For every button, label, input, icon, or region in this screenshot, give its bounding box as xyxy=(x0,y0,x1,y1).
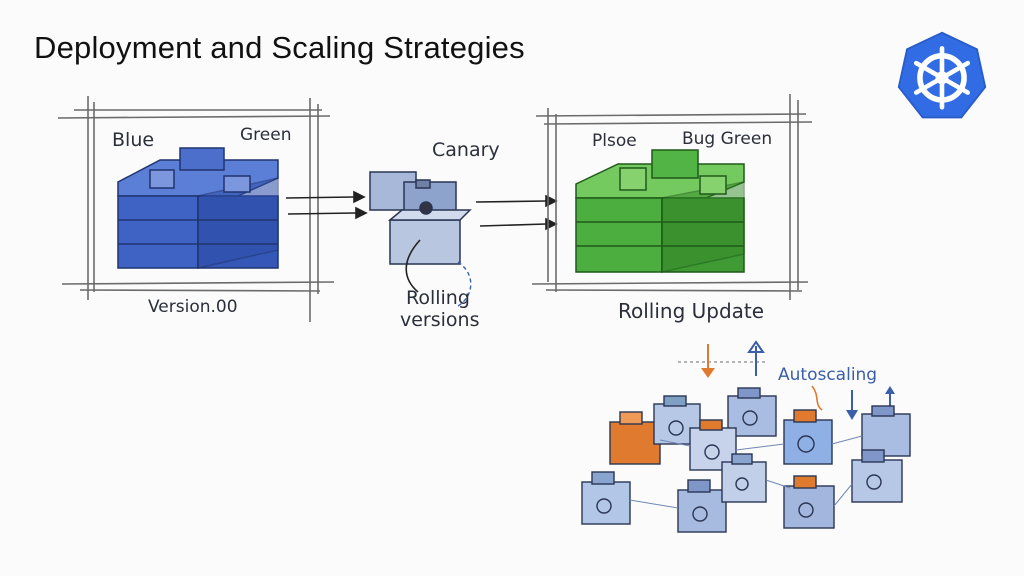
version-caption: Version.00 xyxy=(148,297,238,317)
green-left-label: Plsoe xyxy=(592,131,637,151)
blue-green-frame xyxy=(57,96,335,322)
canary-label: Canary xyxy=(432,139,500,161)
arrow-to-canary xyxy=(285,190,368,220)
blue-container-stack xyxy=(117,147,279,269)
pod-orange xyxy=(609,411,661,465)
autoscaling-pods xyxy=(581,387,911,533)
pod xyxy=(581,471,631,525)
green-container-stack xyxy=(575,149,745,273)
autoscaling-indicators xyxy=(678,340,895,420)
green-label: Green xyxy=(240,125,291,145)
blue-label: Blue xyxy=(112,129,154,151)
kubernetes-logo-icon xyxy=(897,31,987,119)
pod xyxy=(721,453,767,503)
green-right-label: Bug Green xyxy=(682,129,772,149)
pod xyxy=(861,405,911,457)
canary-container-cluster xyxy=(369,171,472,265)
arrow-to-green xyxy=(475,194,558,231)
page-title: Deployment and Scaling Strategies xyxy=(34,30,525,65)
pod-orange-top xyxy=(783,475,835,529)
pod xyxy=(727,387,777,437)
versions-caption: versions xyxy=(400,309,480,331)
rolling-caption: Rolling xyxy=(406,287,470,309)
green-frame xyxy=(531,94,813,300)
pod xyxy=(851,449,903,503)
autoscaling-label: Autoscaling xyxy=(778,365,877,385)
pod-orange-top xyxy=(783,409,833,465)
canary-pointer-curve xyxy=(405,239,421,293)
pod xyxy=(677,479,727,533)
pod xyxy=(653,395,701,445)
rolling-update-caption: Rolling Update xyxy=(618,299,764,323)
